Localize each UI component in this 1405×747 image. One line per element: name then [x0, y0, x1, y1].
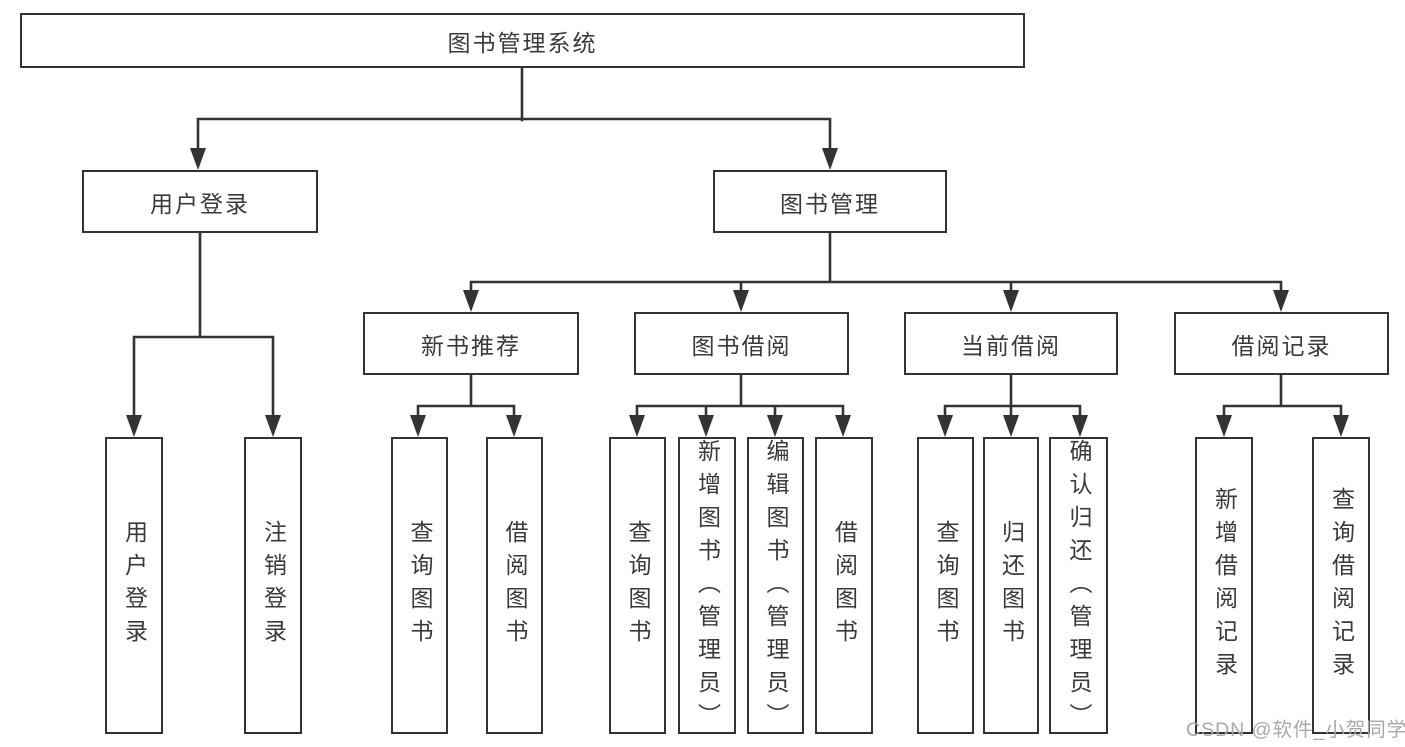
connector-current-borrow-children [937, 373, 1088, 437]
node-user-login: 用户登录 [82, 170, 318, 233]
node-new-book-recommend: 新书推荐 [363, 312, 579, 375]
node-records-add-record: 新增借阅记录 [1195, 437, 1253, 734]
csdn-watermark: CSDN @软件_小贺同学 [1186, 719, 1405, 741]
node-current-return-books: 归还图书 [983, 437, 1039, 734]
connector-new-book-children [410, 373, 522, 437]
connector-book-borrow-children [629, 373, 851, 437]
node-book-borrow: 图书借阅 [634, 312, 849, 375]
node-current-query-books: 查询图书 [917, 437, 974, 734]
connector-book-management-children [463, 231, 1289, 312]
connector-borrow-records-children [1216, 373, 1349, 437]
node-current-confirm-return-admin: 确认归还（管理员） [1049, 437, 1108, 736]
connector-root-to-level2 [190, 66, 838, 170]
node-newbook-query-books: 查询图书 [391, 437, 448, 734]
node-borrow-edit-books-admin: 编辑图书（管理员） [747, 437, 804, 736]
node-user-login-action: 用户登录 [105, 437, 163, 734]
node-library-management-system: 图书管理系统 [20, 13, 1025, 68]
node-borrow-records: 借阅记录 [1174, 312, 1389, 375]
node-current-borrow: 当前借阅 [904, 312, 1118, 375]
node-records-query-record: 查询借阅记录 [1312, 437, 1370, 734]
node-logout: 注销登录 [244, 437, 302, 734]
node-borrow-add-books-admin: 新增图书（管理员） [678, 437, 736, 736]
node-book-management: 图书管理 [713, 170, 947, 233]
node-borrow-query-books: 查询图书 [609, 437, 666, 734]
node-newbook-borrow-books: 借阅图书 [486, 437, 543, 734]
node-borrow-borrow-books: 借阅图书 [815, 437, 873, 734]
connector-user-login-children [126, 231, 281, 437]
